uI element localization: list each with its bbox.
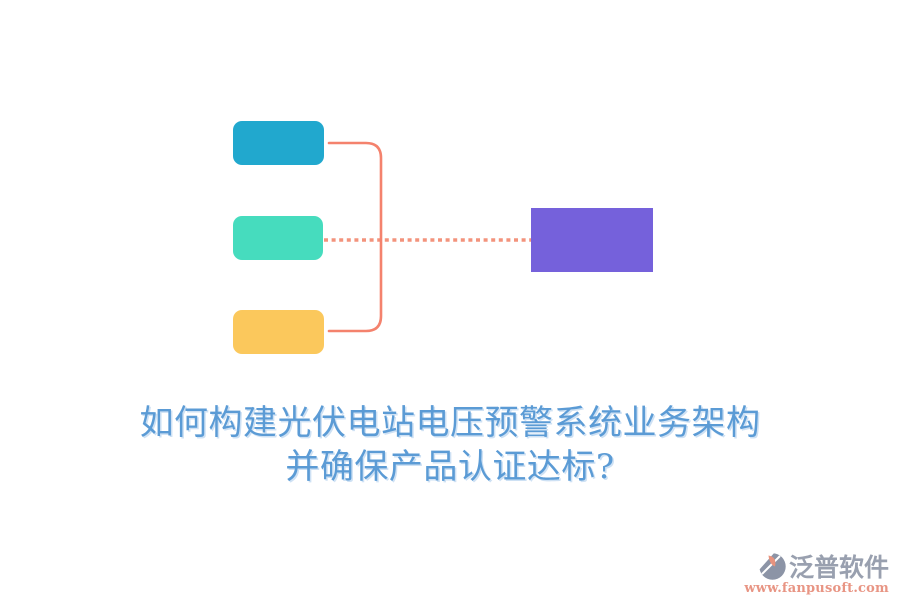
bracket-connector (327, 141, 383, 333)
page-title: 如何构建光伏电站电压预警系统业务架构 并确保产品认证达标? (0, 401, 900, 489)
watermark: 泛普软件 www.fanpusoft.com (744, 548, 889, 596)
title-line-2: 并确保产品认证达标? (285, 447, 615, 487)
fanpu-logo-icon (757, 551, 786, 580)
watermark-brand-text: 泛普软件 (788, 554, 889, 582)
diagram-box-bottom (233, 310, 324, 354)
title-line-1: 如何构建光伏电站电压预警系统业务架构 (139, 403, 761, 443)
diagram-box-result (531, 208, 653, 272)
diagram-box-middle (233, 216, 323, 260)
watermark-url-text: www.fanpusoft.com (744, 581, 889, 596)
diagram-box-top (233, 121, 324, 165)
